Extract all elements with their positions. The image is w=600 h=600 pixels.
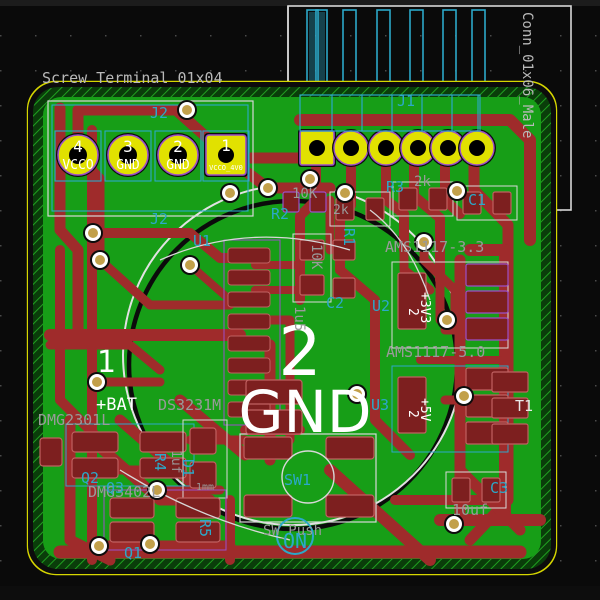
ref-r4: R4 — [151, 453, 169, 471]
pin-header-pads[interactable] — [298, 129, 496, 167]
screw-terminal-pads[interactable] — [56, 133, 248, 177]
ref-t1: T1 — [515, 397, 533, 415]
reg-3v3-net: +3V3 — [417, 292, 432, 323]
ref-r5: R5 — [196, 519, 214, 537]
ref-u2: U2 — [372, 297, 390, 315]
pad-1-number: 1 — [221, 136, 231, 155]
passives-top — [282, 181, 518, 303]
ref-q2: Q2 — [81, 469, 99, 487]
pad-4-number: 4 — [73, 137, 83, 156]
ref-c3: C3 — [490, 479, 508, 497]
ref-j2-bottom: J2 — [150, 210, 168, 228]
sw1-footprint — [239, 433, 377, 555]
screw-terminal-pad-labels: 4 VCCO 3 GND 2 GND 1 — [62, 136, 230, 173]
ref-r3: R3 — [386, 178, 404, 196]
top-black-strip — [0, 0, 600, 6]
fab-texts: AMS1117-3.3 AMS1117-5.0 DS3231M DMG2301L… — [38, 174, 488, 539]
white-net-texts: 2 GND +BAT 1 2 +3V3 2 +5V — [96, 292, 432, 446]
ref-q3: Q3 — [106, 479, 124, 497]
fab-dmg3402l-text: DMG3402L — [88, 483, 160, 501]
fab-dmg2301l-text: DMG2301L — [38, 411, 110, 429]
j1-courtyard-boxes — [299, 94, 481, 132]
ref-u1: U1 — [193, 232, 211, 250]
j2-silk-box — [47, 100, 254, 217]
fab-1u5-text: 1u5 — [291, 306, 307, 331]
net-label-gnd: GND — [239, 378, 372, 446]
fab-ds3231m-text: DS3231M — [158, 396, 221, 414]
fab-10k-rot-text: 10K — [308, 244, 324, 270]
fab-1mm-text: 1mm — [196, 482, 214, 493]
ref-j1: J1 — [397, 92, 415, 110]
ref-c2: C2 — [326, 294, 344, 312]
reference-designators: J2 J2 J1 U1 U2 U3 R1 R2 R3 R4 R5 C1 C2 C… — [81, 92, 533, 562]
bottom-black-strip — [0, 586, 600, 600]
fab-sw-push-text: SW_Push — [263, 523, 322, 539]
pad-4-net: VCCO — [62, 158, 93, 173]
pad-1-net-tiny: VCCO_4V0 — [209, 164, 243, 172]
ref-d1: D1 — [179, 459, 197, 477]
t1-pads — [491, 371, 529, 445]
fab-10k-text: 10K — [292, 186, 318, 202]
pad-2-number: 2 — [173, 137, 183, 156]
ref-j2-top: J2 — [150, 104, 168, 122]
fab-2k-text: 2k — [414, 174, 431, 190]
fab-10uf-text: 10uf — [452, 501, 488, 519]
reg-3v3-num: 2 — [405, 308, 420, 316]
reg-5v-net: +5V — [417, 398, 432, 422]
via-group — [83, 100, 474, 556]
ref-r2: R2 — [271, 205, 289, 223]
pad-3-number: 3 — [123, 137, 133, 156]
pad-2-net: GND — [166, 158, 190, 173]
sw1-on-circle — [276, 517, 314, 555]
j2-courtyard — [51, 104, 250, 212]
ref-c1: C1 — [468, 191, 486, 209]
pad-3-net: GND — [116, 158, 140, 173]
ref-u3: U3 — [371, 396, 389, 414]
ref-q1: Q1 — [124, 544, 142, 562]
pin-label-1-left: 1 — [97, 345, 116, 380]
ref-r1: R1 — [340, 228, 358, 246]
ref-sw1: SW1 — [284, 471, 311, 489]
conn-header-title: Conn_01x06_Male — [519, 12, 535, 138]
fab-ams1117-50-text: AMS1117-5.0 — [386, 343, 485, 361]
fab-2k-hidden-text: 2k — [333, 203, 349, 218]
j1-fab-pin-fills — [309, 12, 325, 130]
c3-capacitor — [445, 471, 507, 509]
fab-1uf-text: 1uf — [168, 450, 183, 473]
net-label-2: 2 — [278, 313, 321, 392]
bottom-left-passives — [39, 379, 303, 551]
ref-on: ON — [283, 529, 307, 553]
u2-ams1117-33 — [391, 261, 509, 349]
silk-arcs — [119, 209, 431, 541]
reg-5v-num: 2 — [405, 410, 420, 418]
screw-terminal-title: Screw Terminal 01x04 — [42, 69, 223, 87]
fab-ams1117-33-text: AMS1117-3.3 — [385, 238, 484, 256]
net-label-bat: +BAT — [96, 395, 137, 415]
